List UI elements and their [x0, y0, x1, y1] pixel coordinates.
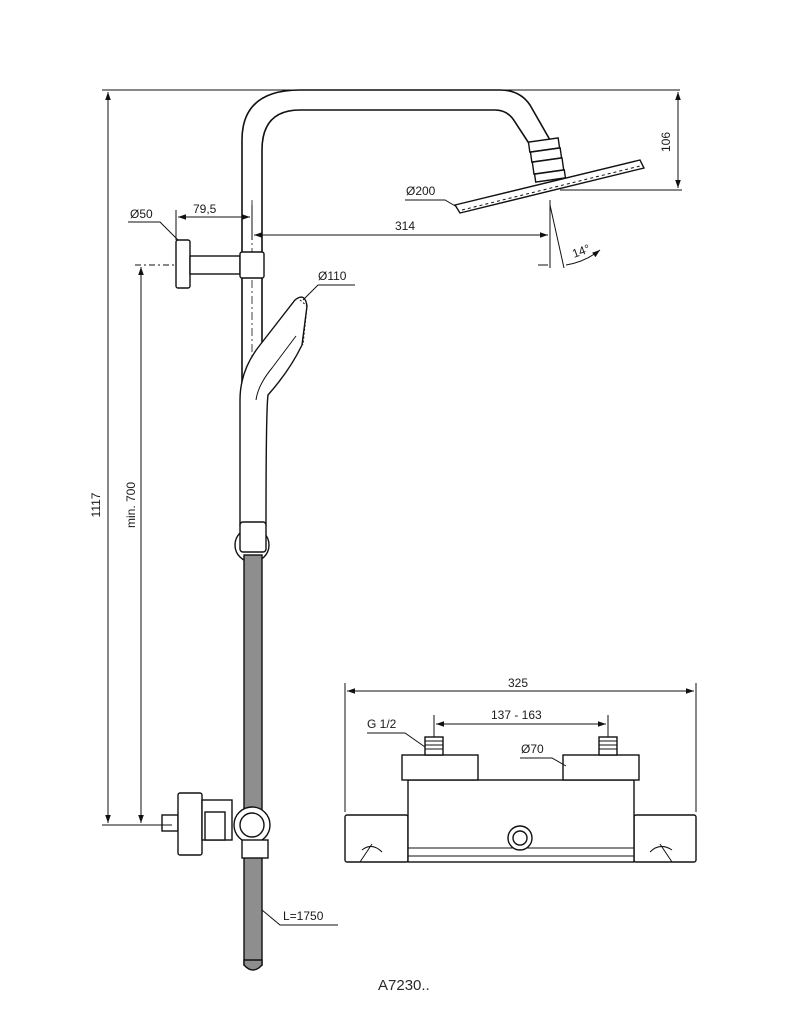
product-code: A7230..: [378, 977, 430, 994]
dimension-cover-diameter: Ø70: [520, 742, 567, 767]
dim-hand-shower-diameter-label: Ø110: [318, 269, 347, 283]
dim-total-height-label: 1117: [89, 492, 103, 517]
dim-min-height-label: min. 700: [124, 482, 138, 528]
dim-flange-diameter-label: Ø50: [130, 207, 153, 221]
dim-thread-label: G 1/2: [367, 717, 397, 731]
wall-bracket: [175, 239, 265, 289]
shower-hose: [243, 554, 263, 971]
dimension-head-diameter: Ø200: [405, 184, 458, 208]
dimension-head-drop: 106: [560, 92, 682, 191]
dim-wall-offset-label: 79,5: [193, 202, 217, 216]
dimension-min-height: min. 700: [124, 264, 176, 823]
dimension-tilt-angle: 14°: [538, 204, 600, 269]
dim-mixer-width-label: 325: [508, 676, 528, 690]
dim-hose-length-label: L=1750: [283, 909, 324, 923]
dim-head-diameter-label: Ø200: [406, 184, 436, 198]
dim-mixer-centres-label: 137 - 163: [491, 708, 542, 722]
dim-arm-length-label: 314: [395, 219, 415, 233]
dimension-mixer-centres: 137 - 163: [433, 708, 609, 737]
dim-tilt-angle-label: 14°: [570, 241, 592, 260]
dimension-total-height: 1117: [89, 89, 680, 826]
head-connector: [527, 137, 567, 183]
bottom-connection: [161, 792, 271, 859]
dimension-hand-shower-diameter: Ø110: [302, 269, 355, 301]
dimension-flange-diameter: Ø50: [128, 207, 179, 241]
dimension-hose-length: L=1750: [261, 909, 338, 926]
shower-column: [241, 89, 551, 860]
dimension-mixer-width: 325: [344, 676, 697, 812]
dim-cover-diameter-label: Ø70: [521, 742, 544, 756]
dimension-wall-offset: 79,5: [175, 202, 253, 240]
thermostatic-mixer: [344, 736, 697, 863]
dim-head-drop-label: 106: [659, 132, 673, 152]
dimension-thread: G 1/2: [367, 717, 426, 748]
hand-shower: [239, 296, 308, 526]
rain-shower-head: [453, 159, 646, 214]
dimension-arm-length: 314: [254, 200, 551, 268]
